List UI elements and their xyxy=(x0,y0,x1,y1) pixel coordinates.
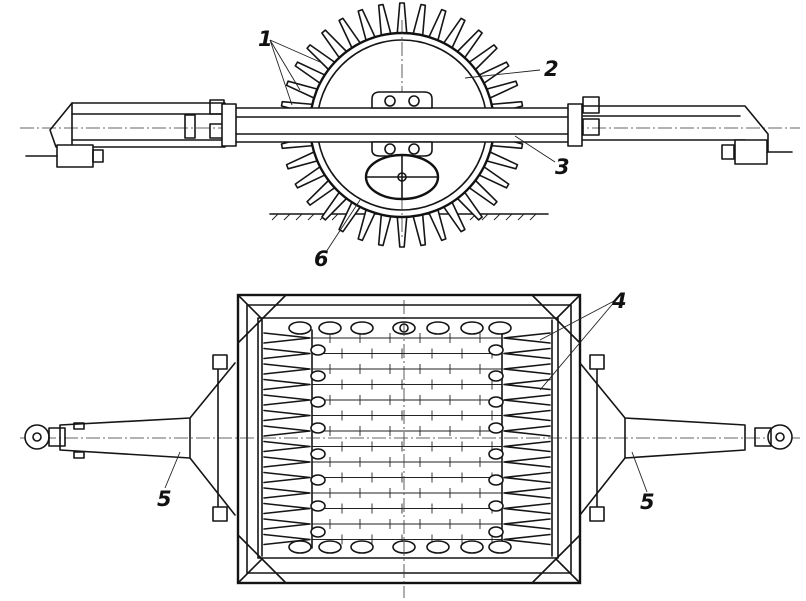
leader-lines xyxy=(269,39,556,253)
rail-fitting-right xyxy=(488,370,504,382)
left-drawbar xyxy=(25,99,226,168)
side-view xyxy=(20,2,800,253)
leader-lines-plan xyxy=(164,299,648,493)
tine-right xyxy=(503,502,551,515)
tine-left xyxy=(263,347,311,360)
rail-fitting-right xyxy=(488,526,504,538)
tooth xyxy=(377,3,393,39)
rail-fitting-right xyxy=(488,500,504,512)
rail-fitting-left xyxy=(310,396,326,408)
callout-5-left: 5 xyxy=(157,487,172,511)
fitting-bottom xyxy=(288,540,312,554)
rail-fitting-left xyxy=(310,448,326,460)
tine-right xyxy=(503,471,551,484)
right-drawbar-plan xyxy=(579,354,793,522)
tine-left xyxy=(263,425,311,437)
callout-labels: 1 2 3 4 5 5 6 xyxy=(157,27,655,514)
rail-fitting-right xyxy=(488,422,504,434)
tine-right xyxy=(503,456,551,468)
outer-frame xyxy=(236,293,582,585)
tine-right xyxy=(503,394,551,406)
hub-fittings xyxy=(371,91,433,157)
tine-left xyxy=(263,409,311,422)
tine-left xyxy=(263,487,311,499)
fitting-bottom xyxy=(318,540,342,554)
rail-fitting-left xyxy=(310,500,326,512)
tooth xyxy=(411,3,427,39)
tine-right xyxy=(503,332,551,344)
tine-left xyxy=(263,471,311,484)
tine-left xyxy=(263,533,311,546)
right-drawbar xyxy=(574,96,793,165)
tine-right xyxy=(503,409,551,422)
tooth xyxy=(377,211,393,247)
callout-2: 2 xyxy=(544,57,559,81)
tine-left xyxy=(263,363,311,375)
tine-right xyxy=(503,425,551,437)
drum-fittings xyxy=(288,321,512,554)
fitting-top xyxy=(318,321,342,335)
tine-left xyxy=(263,440,311,453)
tine-right xyxy=(503,518,551,530)
fitting-bottom xyxy=(460,540,484,554)
fitting-top xyxy=(426,321,450,335)
callout-3: 3 xyxy=(555,155,570,179)
tine-left xyxy=(263,502,311,515)
tine-right xyxy=(503,487,551,499)
left-drawbar-plan xyxy=(24,354,236,522)
fitting-bottom xyxy=(488,540,512,554)
fitting-top xyxy=(488,321,512,335)
rail-fitting-left xyxy=(310,526,326,538)
tine-rows xyxy=(263,329,551,549)
rail-fitting-left xyxy=(310,344,326,356)
tine-left xyxy=(263,378,311,391)
tine-left xyxy=(263,394,311,406)
tooth xyxy=(411,211,427,247)
rail-fitting-right xyxy=(488,448,504,460)
callout-1: 1 xyxy=(258,27,273,51)
rail-fitting-left xyxy=(310,370,326,382)
tine-right xyxy=(503,347,551,360)
fitting-bottom xyxy=(350,540,374,554)
rail-fitting-left xyxy=(310,422,326,434)
rail-fitting-right xyxy=(488,396,504,408)
callout-5-right: 5 xyxy=(640,490,655,514)
callout-6: 6 xyxy=(314,247,329,271)
tine-left xyxy=(263,518,311,530)
fitting-top xyxy=(350,321,374,335)
rail-fitting-left xyxy=(310,474,326,486)
axle-beam xyxy=(221,103,583,147)
tine-left xyxy=(263,332,311,344)
tine-right xyxy=(503,378,551,391)
tine-right xyxy=(503,533,551,546)
tine-left xyxy=(263,456,311,468)
center-lines xyxy=(20,300,800,598)
inspection-hatch xyxy=(364,153,440,201)
top-view xyxy=(20,293,800,598)
tine-right xyxy=(503,440,551,453)
fitting-top xyxy=(460,321,484,335)
fitting-top xyxy=(288,321,312,335)
callout-4: 4 xyxy=(611,289,627,313)
tine-right xyxy=(503,363,551,375)
rail-fitting-right xyxy=(488,474,504,486)
rail-fitting-right xyxy=(488,344,504,356)
fitting-bottom xyxy=(426,540,450,554)
wheel-teeth xyxy=(279,2,525,248)
